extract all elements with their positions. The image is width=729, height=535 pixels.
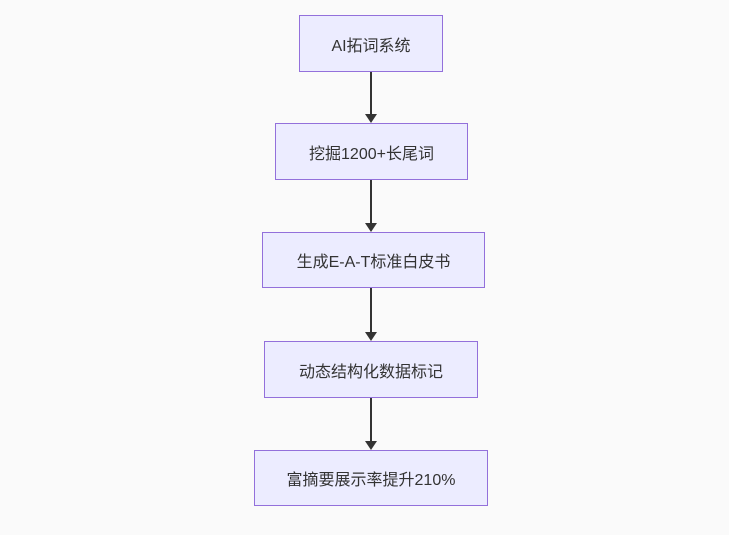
flow-arrow-4 [365,398,377,450]
arrow-head-icon [365,332,377,341]
flow-node-label: 动态结构化数据标记 [298,363,443,381]
flow-node-label: 生成E-A-T标准白皮书 [296,254,451,271]
flow-node-structured-data-markup: 动态结构化数据标记 [264,341,478,398]
arrow-shaft [370,72,372,114]
flow-arrow-1 [365,72,377,123]
flow-node-label: 挖掘1200+长尾词 [309,145,434,163]
flow-arrow-2 [365,180,377,232]
flow-node-rich-snippet-result: 富摘要展示率提升210% [254,450,488,506]
arrow-head-icon [365,114,377,123]
flow-node-ai-keyword-system: AI拓词系统 [299,15,443,72]
arrow-shaft [370,180,372,223]
arrow-shaft [370,398,372,441]
arrow-head-icon [365,441,377,450]
flow-arrow-3 [365,288,377,341]
arrow-head-icon [365,223,377,232]
flow-node-longtail-mining: 挖掘1200+长尾词 [275,123,468,180]
arrow-shaft [370,288,372,332]
flow-node-eat-whitepaper: 生成E-A-T标准白皮书 [262,232,485,288]
flow-node-label: 富摘要展示率提升210% [286,472,456,489]
flow-node-label: AI拓词系统 [331,37,411,55]
